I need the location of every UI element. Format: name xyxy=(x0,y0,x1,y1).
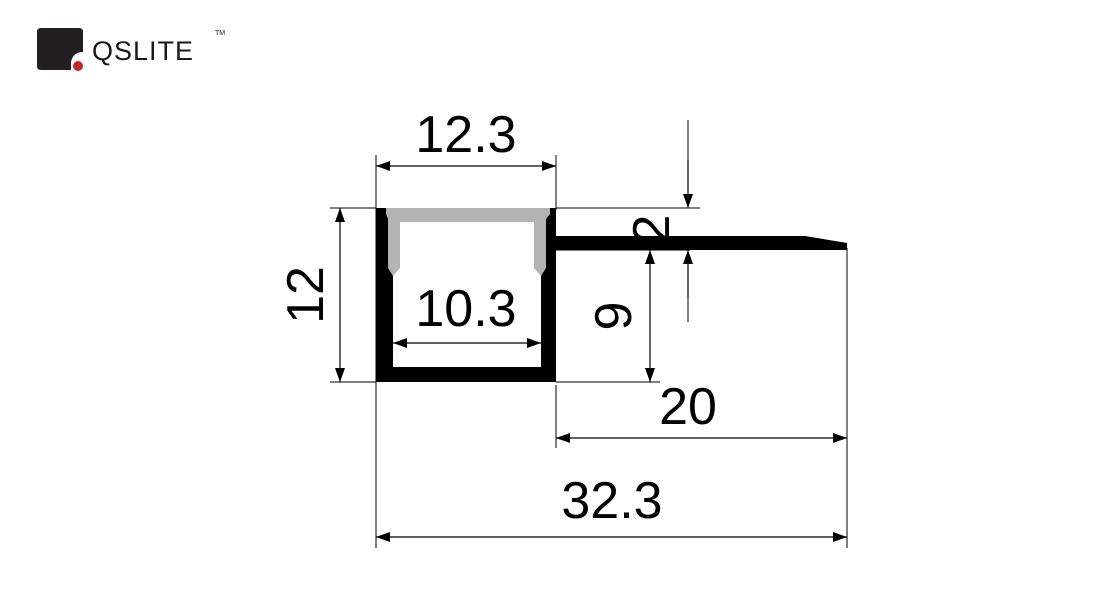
dimension-lines xyxy=(335,160,847,542)
diffuser-cover xyxy=(386,208,550,276)
dim-label-flange-length: 20 xyxy=(659,378,717,436)
dim-label-flange-thickness: 2 xyxy=(623,215,681,244)
dim-label-flange-height: 9 xyxy=(585,302,643,331)
brand-tm: TM xyxy=(215,30,226,37)
dim-label-total-width: 32.3 xyxy=(561,472,662,530)
brand-logo: QSLITE TM xyxy=(37,28,237,74)
profile-body xyxy=(376,208,847,382)
dim-label-top-width: 12.3 xyxy=(415,106,516,164)
dim-label-inner-width: 10.3 xyxy=(415,280,516,338)
brand-name: QSLITE xyxy=(92,36,195,66)
dim-label-height: 12 xyxy=(277,266,335,324)
logo-mark-icon xyxy=(37,28,83,71)
